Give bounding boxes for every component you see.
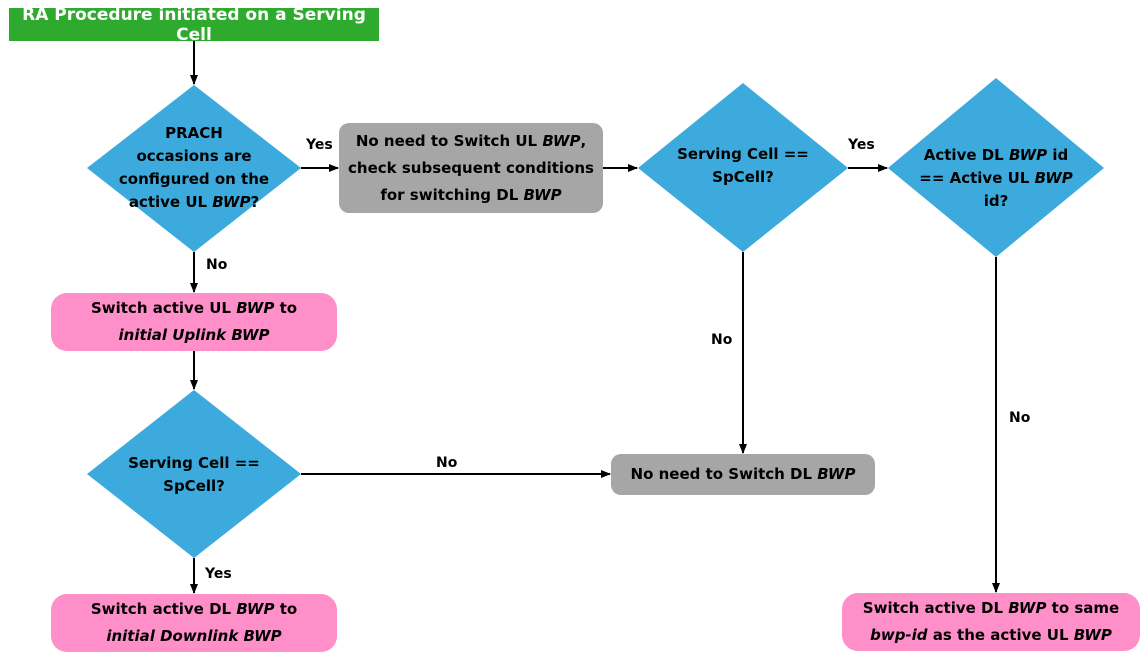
switch-dl-line1-italic: BWP bbox=[236, 600, 275, 618]
start-node-label: RA Procedure initiated on a Serving Cell bbox=[22, 4, 366, 45]
bwp-id-decision-line1-suffix: id bbox=[1047, 145, 1069, 164]
no-switch-ul-line1-suffix: , bbox=[580, 131, 587, 150]
switch-dl-line2: initial Downlink BWP bbox=[106, 623, 281, 650]
no-switch-dl-line1: No need to Switch DL BWP bbox=[631, 461, 856, 488]
spcell-bottom-decision-line1: Serving Cell == bbox=[128, 454, 260, 472]
no-switch-ul-line2: check subsequent conditions bbox=[348, 158, 594, 177]
switch-dl-line1-prefix: Switch active DL bbox=[90, 600, 237, 618]
no-switch-dl-process: No need to Switch DL BWP bbox=[611, 454, 875, 495]
no-switch-ul-line1-italic: BWP bbox=[542, 131, 581, 150]
bwp-id-decision-line1-italic: BWP bbox=[1008, 145, 1048, 164]
switch-dl-same-line1-suffix: to same bbox=[1046, 599, 1120, 617]
spcell-bottom-yes-label: Yes bbox=[205, 566, 232, 582]
no-switch-ul-line1: No need to Switch UL BWP, bbox=[356, 128, 586, 155]
prach-decision-diamond bbox=[87, 85, 301, 252]
prach-decision-line4: active UL BWP? bbox=[129, 191, 259, 214]
bwp-id-decision-line2-italic: BWP bbox=[1034, 168, 1073, 187]
spcell-bottom-no-label: No bbox=[436, 455, 458, 471]
no-switch-ul-line3-prefix: for switching DL bbox=[380, 185, 524, 204]
switch-dl-same-line1-italic: BWP bbox=[1008, 599, 1047, 617]
switch-ul-line2-italic: initial Uplink BWP bbox=[118, 326, 270, 344]
switch-ul-line2: initial Uplink BWP bbox=[119, 322, 270, 349]
switch-dl-same-line2-italic-b: BWP bbox=[1073, 626, 1112, 644]
switch-dl-same-line2: bwp-id as the active UL BWP bbox=[870, 622, 1112, 649]
start-node: RA Procedure initiated on a Serving Cell bbox=[9, 5, 379, 45]
switch-dl-line2-italic: initial Downlink BWP bbox=[106, 627, 282, 645]
prach-decision-line4-suffix: ? bbox=[250, 193, 260, 211]
spcell-top-decision-line1: Serving Cell == bbox=[677, 145, 809, 163]
bwp-id-decision-line2-prefix: == Active UL bbox=[919, 168, 1035, 187]
bwp-id-no-label: No bbox=[1009, 410, 1031, 426]
prach-decision-line4-italic: BWP bbox=[212, 193, 251, 211]
switch-dl-same-line2-italic-a: bwp-id bbox=[870, 626, 928, 644]
no-switch-dl-line1-prefix: No need to Switch DL bbox=[630, 465, 818, 483]
switch-ul-line1-italic: BWP bbox=[236, 299, 275, 317]
spcell-bottom-decision-line2: SpCell? bbox=[163, 477, 225, 495]
bwp-id-decision-text: Active DL BWP id == Active UL BWP id? bbox=[906, 141, 1086, 215]
prach-decision-text: PRACH occasions are configured on the ac… bbox=[104, 110, 284, 226]
prach-decision-line3: configured on the bbox=[118, 170, 270, 188]
spcell-top-yes-label: Yes bbox=[848, 137, 875, 153]
switch-dl-process: Switch active DL BWP to initial Downlink… bbox=[51, 594, 337, 652]
switch-dl-line1: Switch active DL BWP to bbox=[91, 596, 297, 623]
bwp-id-decision-line1: Active DL BWP id bbox=[924, 144, 1068, 167]
prach-decision-line4-prefix: active UL bbox=[128, 193, 213, 211]
prach-yes-label: Yes bbox=[306, 137, 333, 153]
no-switch-ul-line3: for switching DL BWP bbox=[380, 182, 561, 209]
no-switch-ul-line1-prefix: No need to Switch UL bbox=[355, 131, 543, 150]
prach-no-label: No bbox=[206, 257, 228, 273]
switch-dl-line1-suffix: to bbox=[274, 600, 298, 618]
spcell-top-decision-diamond bbox=[638, 83, 848, 252]
switch-dl-same-line1-prefix: Switch active DL bbox=[862, 599, 1009, 617]
switch-ul-line1: Switch active UL BWP to bbox=[91, 295, 297, 322]
spcell-bottom-decision-diamond bbox=[87, 390, 301, 558]
prach-decision-line2: occasions are bbox=[136, 147, 252, 165]
spcell-top-decision-text: Serving Cell == SpCell? bbox=[663, 141, 823, 191]
switch-ul-line1-prefix: Switch active UL bbox=[90, 299, 237, 317]
switch-ul-process: Switch active UL BWP to initial Uplink B… bbox=[51, 293, 337, 351]
bwp-id-decision-line1-prefix: Active DL bbox=[923, 145, 1009, 164]
prach-decision-line1: PRACH bbox=[165, 124, 223, 142]
bwp-id-decision-line3: id? bbox=[983, 191, 1009, 210]
switch-dl-same-line1: Switch active DL BWP to same bbox=[863, 595, 1119, 622]
no-switch-dl-line1-italic: BWP bbox=[817, 465, 856, 483]
switch-dl-same-line2-mid: as the active UL bbox=[927, 626, 1074, 644]
bwp-id-decision-diamond bbox=[888, 78, 1104, 257]
switch-ul-line1-suffix: to bbox=[274, 299, 298, 317]
no-switch-ul-line3-italic: BWP bbox=[523, 185, 562, 204]
spcell-top-no-label: No bbox=[711, 332, 733, 348]
bwp-id-decision-line2: == Active UL BWP bbox=[919, 167, 1072, 190]
switch-dl-same-process: Switch active DL BWP to same bwp-id as t… bbox=[842, 593, 1140, 651]
no-switch-ul-process: No need to Switch UL BWP, check subseque… bbox=[339, 123, 603, 213]
spcell-bottom-decision-text: Serving Cell == SpCell? bbox=[114, 450, 274, 500]
spcell-top-decision-line2: SpCell? bbox=[712, 168, 774, 186]
